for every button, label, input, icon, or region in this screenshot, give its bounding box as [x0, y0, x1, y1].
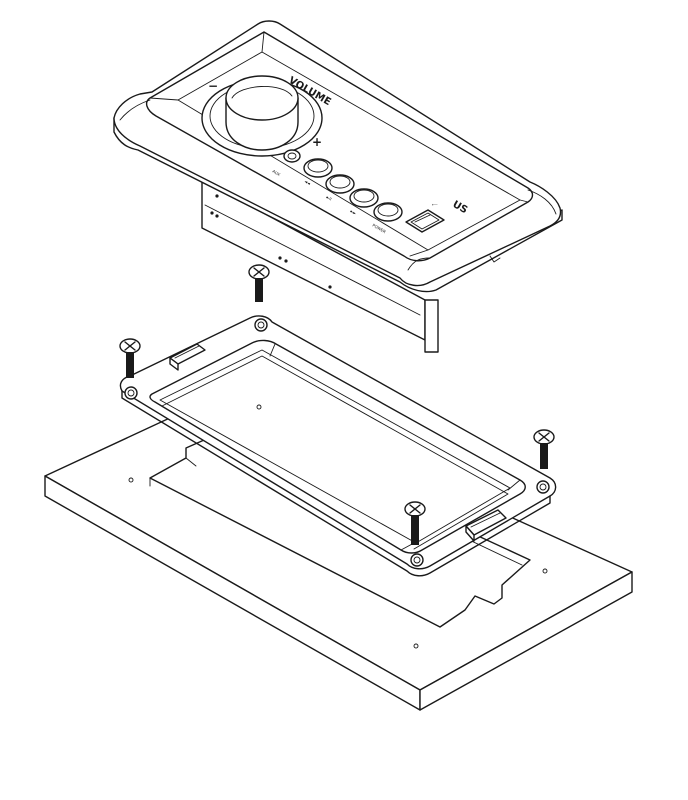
next-button[interactable]: [349, 188, 379, 208]
button-label-power: POWER: [372, 223, 388, 235]
power-button[interactable]: [373, 202, 403, 222]
usb-symbol-icon: ⟵: [432, 202, 438, 207]
track-buttons: [303, 158, 403, 222]
play-pause-button[interactable]: [325, 174, 355, 194]
latch-clip-right: [465, 509, 507, 542]
volume-knob[interactable]: [201, 75, 323, 157]
mounting-plate: [44, 389, 633, 711]
prev-button[interactable]: [303, 158, 333, 178]
button-label-next: ►►: [350, 209, 359, 217]
volume-plus-label: +: [312, 135, 322, 149]
control-panel-unit: VOLUME − +: [113, 20, 563, 353]
screw-bottom: [404, 501, 426, 545]
volume-minus-label: −: [208, 79, 218, 93]
screw-left: [119, 338, 141, 378]
screw-right: [533, 429, 555, 469]
latch-clip-left: [169, 343, 206, 371]
aux-jack[interactable]: [283, 149, 301, 163]
button-label-play: ►II: [326, 195, 333, 202]
button-label-prev: ◄◄: [304, 179, 313, 187]
button-label-aux: AUX: [272, 169, 282, 178]
bezel-frame: [119, 315, 557, 577]
circuit-board: [201, 179, 439, 353]
screw-top: [248, 264, 270, 302]
usb-port[interactable]: [405, 209, 445, 233]
